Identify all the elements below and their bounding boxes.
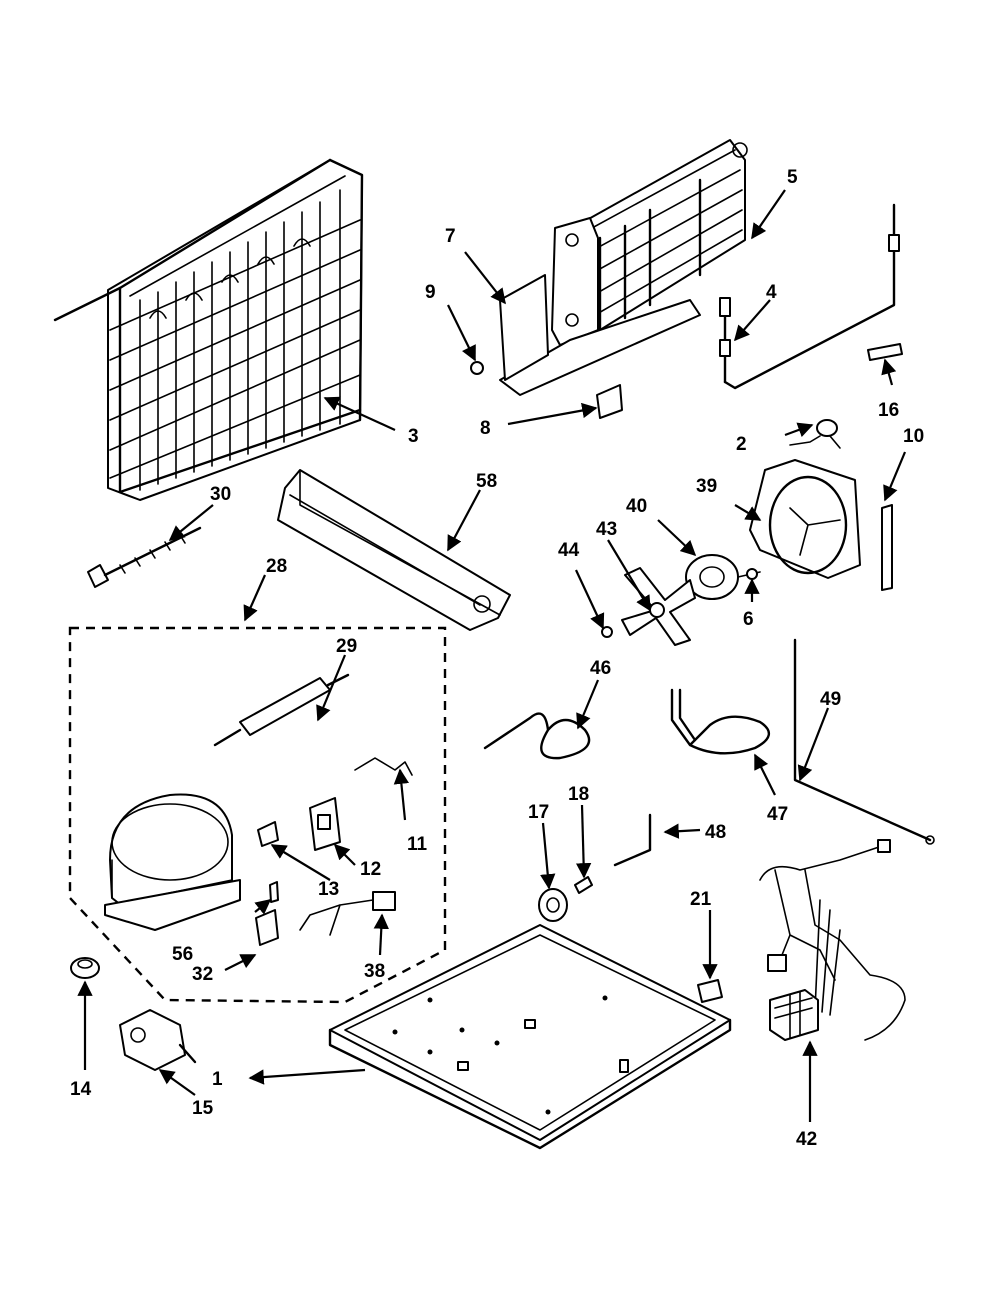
part-label-16[interactable]: 16 — [878, 400, 899, 421]
part-label-8[interactable]: 8 — [480, 418, 491, 439]
part-label-1[interactable]: 1 — [212, 1069, 223, 1090]
part-label-2[interactable]: 2 — [736, 434, 747, 455]
defrost-thermostat — [789, 419, 841, 449]
heater-element — [719, 203, 900, 390]
wire-clip-part-11 — [354, 757, 413, 776]
compressor — [104, 793, 241, 931]
part-label-46[interactable]: 46 — [590, 658, 611, 679]
fan-blade — [621, 567, 696, 646]
tube-part-46 — [483, 712, 591, 760]
drain-trough — [277, 469, 511, 631]
part-label-58[interactable]: 58 — [476, 471, 497, 492]
part-label-40[interactable]: 40 — [626, 496, 647, 517]
part-labels: 1 2 3 4 5 6 7 8 9 10 11 12 13 14 15 16 1… — [70, 167, 924, 1150]
clip-part-56 — [269, 881, 279, 903]
part-label-43[interactable]: 43 — [596, 519, 617, 540]
tube-part-49 — [793, 638, 935, 845]
part-label-42[interactable]: 42 — [796, 1129, 817, 1150]
part-label-10[interactable]: 10 — [903, 426, 924, 447]
part-label-3[interactable]: 3 — [408, 426, 419, 447]
part-label-11[interactable]: 11 — [407, 834, 428, 855]
filter-drier — [213, 673, 350, 747]
roller-wheel-part-17 — [538, 888, 568, 922]
bracket-part-8 — [596, 384, 623, 419]
fan-motor — [685, 554, 761, 600]
retainer-part-44 — [601, 626, 613, 638]
part-label-12[interactable]: 12 — [360, 859, 381, 880]
part-label-13[interactable]: 13 — [318, 879, 339, 900]
base-tray — [328, 924, 732, 1150]
part-label-29[interactable]: 29 — [336, 636, 357, 657]
grommet-part-14 — [70, 957, 100, 979]
capacitor-part-32 — [255, 909, 279, 946]
power-connector — [87, 526, 202, 588]
foot-part-21 — [697, 979, 723, 1003]
tube-part-48 — [613, 813, 652, 867]
part-label-48[interactable]: 48 — [705, 822, 726, 843]
part-label-5[interactable]: 5 — [787, 167, 798, 188]
part-label-4[interactable]: 4 — [766, 282, 777, 303]
fan-shroud — [749, 459, 861, 579]
part-label-47[interactable]: 47 — [767, 804, 788, 825]
leader-lines — [77, 189, 907, 1122]
harness-part-38 — [299, 891, 396, 936]
part-label-32[interactable]: 32 — [192, 964, 213, 985]
part-label-15[interactable]: 15 — [192, 1098, 214, 1119]
gasket-strip-part-10 — [881, 504, 893, 591]
part-label-38[interactable]: 38 — [364, 961, 385, 982]
part-label-14[interactable]: 14 — [70, 1079, 92, 1100]
clip-part-16 — [867, 343, 903, 361]
screw-part-9 — [470, 361, 484, 375]
part-label-30[interactable]: 30 — [210, 484, 231, 505]
condenser-coil — [53, 158, 364, 501]
part-label-39[interactable]: 39 — [696, 476, 717, 497]
part-label-56[interactable]: 56 — [172, 944, 193, 965]
relay-part-12 — [309, 797, 341, 851]
part-label-49[interactable]: 49 — [820, 689, 841, 710]
overload-part-13 — [257, 821, 279, 847]
part-label-28[interactable]: 28 — [266, 556, 287, 577]
part-label-7[interactable]: 7 — [445, 226, 456, 247]
part-label-9[interactable]: 9 — [425, 282, 436, 303]
part-label-17[interactable]: 17 — [528, 802, 549, 823]
evaporator-assembly — [499, 139, 748, 396]
tube-part-47 — [670, 688, 770, 755]
axle-part-18 — [574, 876, 593, 894]
part-label-44[interactable]: 44 — [558, 540, 580, 561]
part-label-18[interactable]: 18 — [568, 784, 589, 805]
part-label-6[interactable]: 6 — [743, 609, 754, 630]
compressor-kit-outline — [68, 626, 447, 1004]
wire-harness — [759, 839, 906, 1041]
part-label-21[interactable]: 21 — [690, 889, 712, 910]
valve-part-15 — [119, 1009, 197, 1071]
